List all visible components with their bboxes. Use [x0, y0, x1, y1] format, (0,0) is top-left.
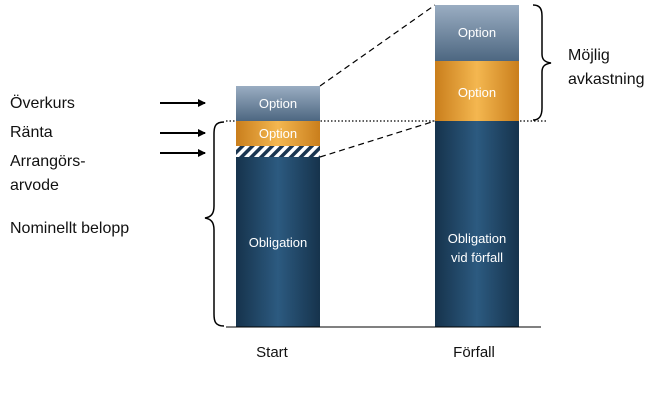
- label-nominellt-belopp: Nominellt belopp: [10, 220, 129, 237]
- end-bar: Option Option Obligation vid förfall: [435, 5, 519, 327]
- label-mojlig: Möjlig: [568, 47, 610, 64]
- x-label-forfall: Förfall: [453, 344, 495, 361]
- end-bar-obligation-label-line2: vid förfall: [451, 250, 503, 265]
- end-bar-option-top: [435, 5, 519, 61]
- end-bar-obligation: [435, 121, 519, 327]
- left-curly-brace: [204, 121, 225, 327]
- dashed-connector-top: [319, 4, 436, 87]
- end-bar-option-mid: [435, 61, 519, 121]
- dashed-connector-bottom: [319, 120, 436, 158]
- start-bar-option-mid-label: Option: [259, 126, 297, 141]
- label-avkastning: avkastning: [568, 71, 645, 88]
- end-bar-option-mid-label: Option: [458, 85, 496, 100]
- label-ranta: Ränta: [10, 124, 53, 141]
- label-arrangorsarvode-line2: arvode: [10, 177, 59, 194]
- label-overkurs: Överkurs: [10, 94, 75, 112]
- start-bar-option-interest: [236, 121, 320, 146]
- end-bar-option-top-label: Option: [458, 25, 496, 40]
- start-bar-fee-hatch: [236, 146, 320, 157]
- label-arrangorsarvode-line1: Arrangörs-: [10, 153, 86, 170]
- start-bar-option-top-label: Option: [259, 96, 297, 111]
- right-curly-brace: [532, 4, 552, 121]
- end-bar-obligation-label-line1: Obligation: [448, 231, 507, 246]
- start-bar-option-premium: [236, 86, 320, 121]
- start-bar: Option Option Obligation: [236, 86, 320, 327]
- start-bar-obligation: [236, 157, 320, 327]
- x-label-start: Start: [256, 344, 289, 361]
- start-bar-obligation-label: Obligation: [249, 235, 308, 250]
